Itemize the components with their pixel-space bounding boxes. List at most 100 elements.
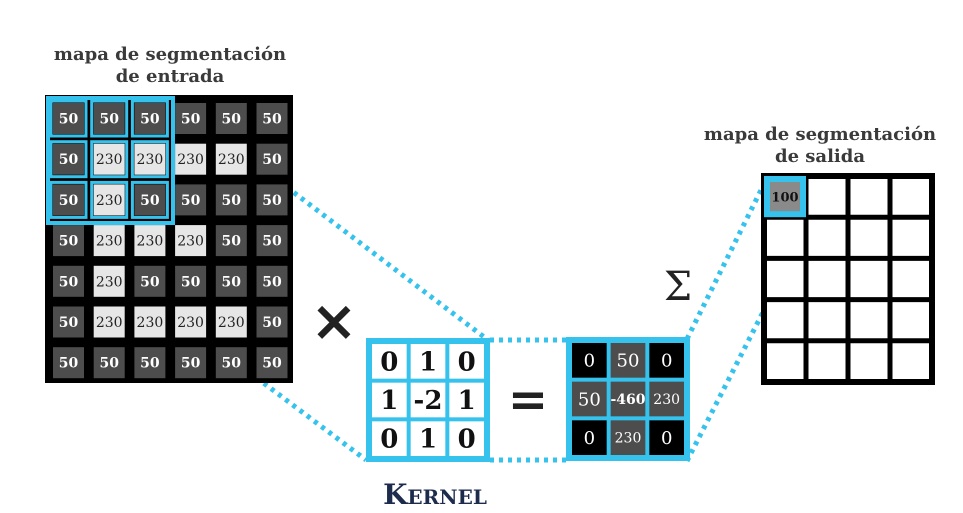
- kernel-cell: [410, 421, 446, 456]
- input-cell-value: 50: [181, 193, 201, 209]
- input-cell-value: 50: [99, 112, 119, 128]
- input-cell-value: 50: [262, 234, 282, 250]
- input-cell-value: 230: [218, 152, 245, 168]
- input-cell: [175, 225, 207, 257]
- input-cell-value: 50: [222, 234, 242, 250]
- input-cell-value: 50: [222, 112, 242, 128]
- input-cell-value: 230: [177, 152, 204, 168]
- input-cell: [175, 347, 207, 379]
- input-cell-value: 50: [59, 152, 79, 168]
- kernel-cell: [410, 344, 446, 379]
- input-cell-value: 230: [137, 234, 164, 250]
- input-cell-value: 50: [140, 193, 160, 209]
- kernel-cell-value: 1: [419, 425, 437, 455]
- window-cell-highlight: [49, 140, 88, 179]
- input-cell-value: 230: [177, 234, 204, 250]
- window-cell-highlight: [90, 99, 129, 138]
- product-cell: [610, 343, 646, 378]
- input-cell-value: 230: [96, 152, 123, 168]
- input-cell: [215, 103, 247, 134]
- input-cell-value: 50: [262, 193, 282, 209]
- input-cell: [134, 225, 166, 257]
- connector-product-output-top: [684, 178, 769, 341]
- input-cell-value: 230: [137, 315, 164, 331]
- input-cell: [175, 265, 207, 297]
- kernel-cell-value: 1: [419, 347, 437, 377]
- kernel-cell-value: 1: [380, 386, 398, 416]
- input-map-grid: 50 50 50 50 50 50 50 230 230 230 230 50 50 230 50 50 50 5…: [45, 95, 293, 383]
- output-first-cell: [770, 182, 800, 212]
- input-cell-value: 230: [218, 315, 245, 331]
- output-title-line1: mapa de segmentación: [703, 124, 937, 145]
- input-title-line1: mapa de segmentación: [53, 44, 287, 65]
- input-cell-value: 50: [222, 274, 242, 290]
- product-cell-value: 0: [661, 428, 672, 449]
- input-cell: [53, 184, 84, 216]
- window-cell-highlight: [49, 99, 88, 138]
- input-cell-value: 230: [96, 193, 123, 209]
- product-cell-value: 0: [584, 351, 595, 372]
- product-cell-value: 50: [578, 389, 601, 410]
- product-cell-value: 230: [653, 392, 680, 408]
- product-cell-value: 0: [661, 351, 672, 372]
- input-cell: [134, 184, 166, 216]
- input-cell-value: 50: [59, 193, 79, 209]
- input-cell-value: 50: [59, 274, 79, 290]
- product-cell: [610, 381, 646, 417]
- input-cell: [53, 306, 84, 338]
- input-cell-value: 50: [262, 152, 282, 168]
- input-cell-value: 230: [96, 274, 123, 290]
- input-cell: [175, 143, 207, 175]
- window-cell-highlight: [90, 140, 129, 179]
- input-cell: [53, 347, 84, 379]
- input-cell: [134, 103, 166, 134]
- input-cell-value: 50: [181, 112, 201, 128]
- input-title-line2: de entrada: [115, 66, 225, 87]
- kernel-cell-value: 0: [380, 425, 398, 455]
- input-cell: [215, 184, 247, 216]
- product-cell-value: 0: [584, 428, 595, 449]
- input-cell: [134, 347, 166, 379]
- input-cell-value: 230: [96, 234, 123, 250]
- input-cell: [93, 225, 125, 257]
- input-cell: [93, 306, 125, 338]
- input-cell: [53, 103, 84, 134]
- input-cell: [256, 184, 288, 216]
- input-cell-value: 50: [222, 193, 242, 209]
- input-cell-value: 230: [137, 152, 164, 168]
- input-cell-value: 50: [181, 274, 201, 290]
- input-cell-value: 50: [140, 356, 160, 372]
- window-cell-highlight: [130, 99, 169, 138]
- product-cell: [649, 381, 684, 417]
- input-cell: [256, 265, 288, 297]
- input-cell-value: 50: [140, 112, 160, 128]
- input-cell-value: 50: [222, 356, 242, 372]
- input-cell: [256, 103, 288, 134]
- product-cell: [649, 343, 684, 378]
- input-cell-value: 50: [262, 274, 282, 290]
- input-cell: [256, 225, 288, 257]
- input-cell-value: 50: [140, 274, 160, 290]
- input-cell-value: 50: [181, 356, 201, 372]
- kernel-cell-value: 0: [380, 347, 398, 377]
- input-cell: [93, 103, 125, 134]
- input-cell-value: 50: [262, 112, 282, 128]
- input-cell: [215, 143, 247, 175]
- kernel-cell: [449, 344, 484, 379]
- input-cell-value: 50: [59, 234, 79, 250]
- product-cell: [572, 420, 607, 455]
- input-map-title: mapa de segmentación de entrada: [20, 44, 320, 88]
- product-cell-value: 230: [615, 431, 642, 447]
- product-cell: [572, 343, 607, 378]
- kernel-window-highlight: [46, 96, 175, 225]
- output-first-value: 100: [771, 191, 798, 206]
- input-cell: [215, 347, 247, 379]
- kernel-cell: [372, 344, 407, 379]
- kernel-label: Kernel: [383, 478, 487, 511]
- input-cell: [93, 184, 125, 216]
- kernel-cell-value: 0: [458, 425, 476, 455]
- input-cell: [134, 265, 166, 297]
- product-cell: [610, 420, 646, 455]
- input-cell: [175, 103, 207, 134]
